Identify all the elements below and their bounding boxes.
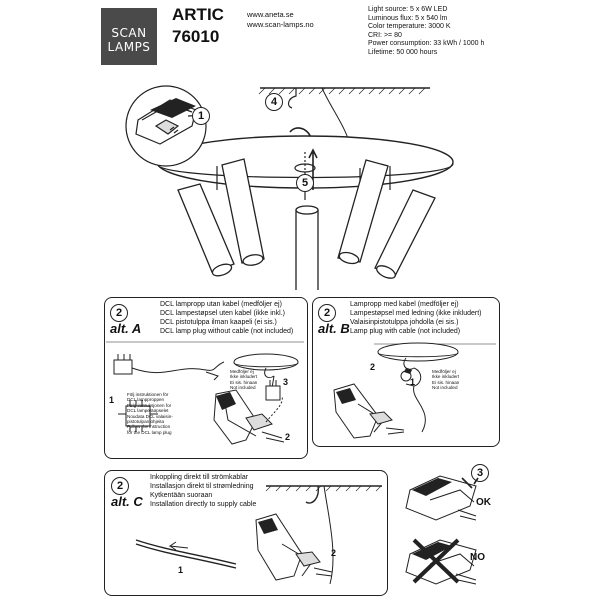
alt-b-not-included-note: Medföljer ej Ikke inkludert Ei sis. hina… — [432, 369, 459, 391]
alt-b-label: alt. B — [318, 321, 350, 336]
alt-b-step-indicator: 2 — [318, 304, 336, 322]
alt-b-illustration — [333, 342, 496, 439]
note-line: Ei sis. hinaan — [230, 379, 258, 385]
note-line: Ikke inkludert — [230, 374, 258, 380]
step-1-indicator: 1 — [192, 107, 210, 125]
alt-a-number-3: 3 — [283, 377, 289, 387]
alt-c-line: Kytkentään suoraan — [150, 492, 213, 499]
alt-b-description: Lampropp med kabel (medföljer ej) Lampes… — [350, 300, 482, 336]
alt-a-line: DCL lamp plug without cable (not include… — [160, 328, 294, 335]
alt-a-number-1: 1 — [109, 395, 115, 405]
alt-c-panel — [104, 470, 388, 596]
brand-logo: SCAN LAMPS — [101, 8, 157, 65]
product-number: 76010 — [172, 27, 220, 46]
spec-item: CRI: >= 80 — [368, 31, 402, 39]
alt-a-instruction-note: Följ instruktionen för DCL lampproppen F… — [127, 392, 173, 435]
alt-a-description: DCL lampropp utan kabel (medföljer ej) D… — [160, 300, 293, 336]
product-name: ARTIC — [172, 5, 224, 24]
alt-c-number-1: 1 — [178, 565, 184, 575]
spec-item: Lifetime: 50 000 hours — [368, 48, 438, 56]
alt-b-number-2: 2 — [370, 362, 376, 372]
alt-a-line: DCL lampropp utan kabel (medföljer ej) — [160, 301, 282, 308]
website-link[interactable]: www.scan-lamps.no — [247, 20, 314, 29]
alt-b-number-1: 1 — [410, 377, 416, 387]
alt-a-label: alt. A — [110, 321, 142, 336]
step-3-indicator: 3 — [471, 464, 489, 482]
alt-b-line: Lampropp med kabel (medföljer ej) — [350, 301, 459, 308]
note-line: DCL lampproppen — [127, 397, 165, 403]
alt-c-line: Inkoppling direkt till strömkablar — [150, 474, 249, 481]
alt-c-illustration — [135, 485, 382, 585]
spec-item: Color temperature: 3000 K — [368, 23, 451, 31]
note-line: Medföljer ej — [230, 369, 254, 374]
brand-line1: SCAN — [111, 26, 147, 40]
alt-a-not-included-note: Medföljer ej Ikke inkludert Ei sis. hina… — [230, 369, 257, 391]
note-line: Ikke inkludert — [432, 374, 460, 380]
note-line: Medföljer ej — [432, 369, 456, 374]
alt-c-line: Installasjon direkt til strømledning — [150, 483, 254, 490]
alt-c-number-2: 2 — [331, 548, 337, 558]
note-line: Noudata DCL valaisin- — [127, 413, 173, 419]
note-line: pistotulpan ohjeita — [127, 419, 165, 425]
spec-item: Luminous flux: 5 x 540 lm — [368, 14, 448, 22]
alt-a-line: DCL pistotulppa ilman kaapeli (ei sis.) — [160, 319, 277, 326]
alt-a-step-indicator: 2 — [110, 304, 128, 322]
no-label: NO — [470, 552, 485, 563]
note-line: Not included — [230, 385, 256, 391]
note-line: for the DCL lamp plug — [127, 429, 172, 435]
note-line: Ei sis. hinaan — [432, 379, 460, 385]
spec-item: Light source: 5 x 6W LED — [368, 6, 448, 13]
step-3-no-illustration — [405, 538, 477, 585]
note-line: Follow the instruction — [127, 424, 171, 430]
alt-a-illustration — [106, 341, 304, 445]
alt-c-description: Inkoppling direkt till strömkablar Insta… — [150, 473, 256, 509]
note-line: Følg instruksjonen for — [127, 402, 172, 408]
alt-a-number-2: 2 — [285, 432, 291, 442]
alt-c-step-indicator: 2 — [111, 477, 129, 495]
step-3-ok-illustration — [405, 475, 479, 521]
alt-b-line: Lampestøpsel med ledning (ikke inkludert… — [350, 310, 482, 317]
note-line: DCL lampestøpselet — [127, 408, 169, 414]
alt-c-line: Installation directly to supply cable — [150, 501, 257, 508]
spec-list: Light source: 5 x 6W LED Luminous flux: … — [368, 6, 484, 58]
note-line: Följ instruktionen för — [127, 392, 169, 397]
step-5-indicator: 5 — [296, 174, 314, 192]
ok-label: OK — [476, 497, 491, 508]
spec-item: Power consumption: 33 kWh / 1000 h — [368, 40, 485, 48]
note-line: Not included — [432, 385, 458, 391]
step-4-indicator: 4 — [265, 93, 283, 111]
lamp-main-illustration — [125, 85, 454, 290]
alt-b-line: Lamp plug with cable (not included) — [350, 328, 461, 335]
brand-line2: LAMPS — [107, 40, 151, 54]
alt-c-label: alt. C — [111, 494, 143, 509]
alt-a-line: DCL lampestøpsel uten kabel (ikke inkl.) — [160, 310, 286, 317]
website-link[interactable]: www.aneta.se — [247, 10, 294, 19]
alt-b-line: Valaisinpistotulppa johdolla (ei sis.) — [350, 319, 459, 326]
